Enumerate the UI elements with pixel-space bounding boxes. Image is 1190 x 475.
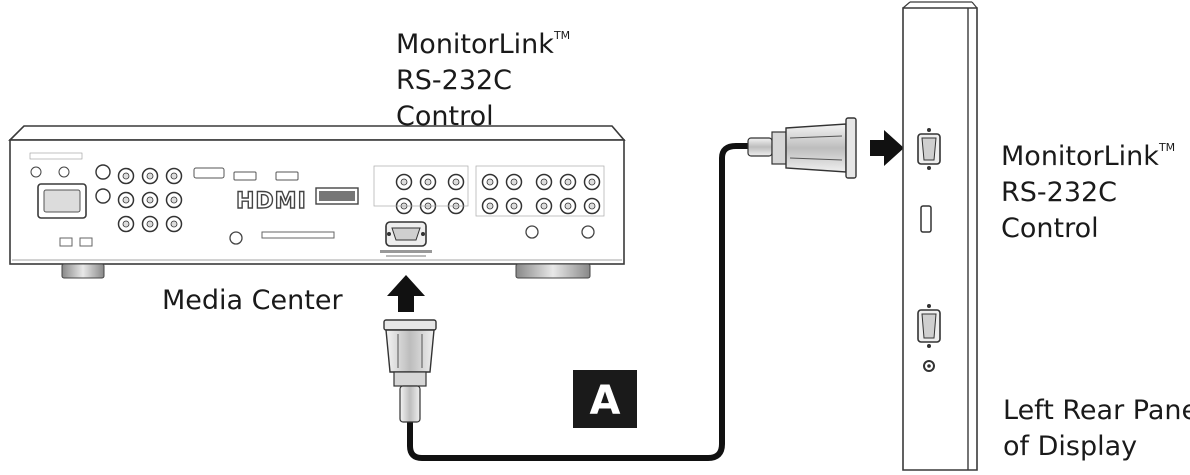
media-center-label: Media Center	[162, 285, 343, 316]
rca-jack-center	[452, 178, 460, 186]
rca-jack-center	[122, 220, 130, 228]
svg-text:A: A	[590, 378, 621, 424]
rca-jack-center	[146, 220, 154, 228]
s-video-port	[95, 164, 111, 180]
monitorlink-label-top: MonitorLinkTM RS-232C Control	[396, 29, 571, 132]
rca-jack-center	[510, 202, 518, 210]
rca-jack-center	[540, 202, 548, 210]
rca-jack-center	[122, 172, 130, 180]
rca-jack-center	[564, 178, 572, 186]
rca-jack-center	[540, 178, 548, 186]
display-vga-port	[917, 304, 941, 348]
media-center-device: HDMI	[8, 125, 626, 279]
monitorlink-label-right: MonitorLinkTM RS-232C Control	[1001, 141, 1176, 244]
rca-jack-center	[564, 202, 572, 210]
rca-jack-center	[170, 172, 178, 180]
component-jack-grid	[395, 173, 601, 215]
rca-jack-center	[170, 196, 178, 204]
rca-jack-center	[486, 178, 494, 186]
display-left-rear-panel	[902, 1, 978, 471]
rca-jack-grid	[117, 167, 183, 233]
rca-jack-center	[170, 220, 178, 228]
rca-jack-center	[122, 196, 130, 204]
arrow-right-icon	[870, 130, 904, 166]
rca-jack-center	[486, 202, 494, 210]
power-inlet	[29, 152, 87, 219]
s-video-port	[95, 188, 111, 204]
right-foot	[515, 263, 591, 279]
media-center-rs232-port	[380, 221, 432, 257]
rs232-cable	[407, 143, 769, 461]
rca-jack-center	[146, 196, 154, 204]
rca-jack-center	[400, 178, 408, 186]
rca-jack-center	[424, 178, 432, 186]
display-rs232-port	[917, 128, 941, 170]
rca-jack-center	[588, 178, 596, 186]
brand-plate	[315, 187, 359, 205]
cable-label-badge: A	[573, 370, 637, 428]
cable-connector-media-end	[383, 319, 437, 423]
rca-jack-center	[146, 172, 154, 180]
cable-connector-display-end	[747, 117, 857, 179]
rca-jack-center	[588, 202, 596, 210]
left-foot	[61, 263, 105, 279]
hdmi-logo: HDMI	[236, 189, 307, 214]
rca-jack-center	[510, 178, 518, 186]
arrow-up-icon	[387, 275, 425, 312]
left-rear-panel-label: Left Rear Panel of Display	[1003, 395, 1190, 462]
display-hdmi-port	[920, 205, 932, 233]
